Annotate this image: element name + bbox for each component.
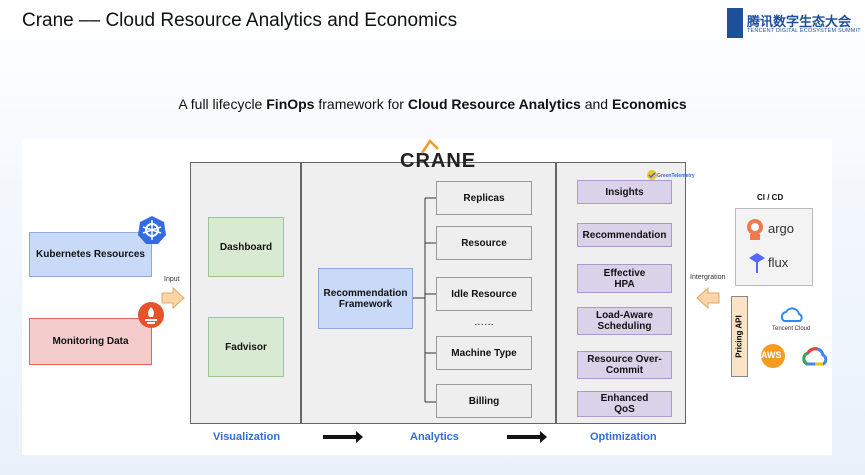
opt-item-insights: Insights	[577, 180, 672, 204]
opt-item-recommendation: Recommendation	[577, 223, 672, 247]
kubernetes-icon	[138, 216, 166, 244]
opt-item-enhanced-qos: Enhanced QoS	[577, 391, 672, 417]
fadvisor-box: Fadvisor	[208, 317, 284, 377]
argo-icon	[747, 219, 763, 240]
analytics-item-ellipsis: ……	[474, 316, 494, 328]
analytics-item-idle-resource: Idle Resource	[436, 277, 532, 311]
telemetry-label: GreenTelemetry	[657, 173, 695, 179]
aws-label: AWS	[761, 350, 782, 360]
analytics-item-machine-type: Machine Type	[436, 336, 532, 370]
subtitle-finops: FinOps	[266, 96, 315, 112]
prometheus-icon	[138, 302, 164, 328]
kubernetes-resources-box: Kubernetes Resources	[29, 232, 152, 277]
google-cloud-icon	[802, 347, 828, 366]
analytics-item-billing: Billing	[436, 384, 532, 418]
subtitle-economics: Economics	[611, 96, 687, 112]
input-label: Input	[164, 276, 180, 283]
page-title: Crane –– Cloud Resource Analytics and Ec…	[22, 10, 458, 31]
tencent-cloud-icon	[780, 307, 803, 322]
flux-icon	[749, 253, 765, 273]
crane-logo: CRANE	[400, 150, 477, 172]
argo-label: argo	[768, 221, 795, 236]
subtitle-cra: Cloud Resource Analytics	[407, 96, 581, 112]
footer-analytics: Analytics	[410, 431, 459, 443]
cicd-box	[735, 208, 813, 286]
analytics-item-resource: Resource	[436, 226, 532, 260]
telemetry-icon	[647, 170, 657, 180]
aws-icon	[761, 344, 785, 368]
pricing-api-bar	[731, 296, 748, 377]
recommendation-framework-box: Recommendation Framework	[318, 268, 413, 329]
summit-logo-en: TENCENT DIGITAL ECOSYSTEM SUMMIT	[747, 28, 861, 34]
pricing-api-wrap: Pricing API	[731, 296, 748, 377]
footer-optimization: Optimization	[590, 431, 657, 443]
tencent-cloud-label: Tencent Cloud	[772, 326, 811, 332]
integration-arrow	[696, 287, 720, 309]
subtitle-pre: A full lifecycle	[178, 96, 267, 112]
summit-logo-mark	[727, 8, 743, 38]
footer-arrow-1	[323, 431, 363, 443]
footer-visualization: Visualization	[213, 431, 281, 443]
pricing-api-label: Pricing API	[735, 315, 745, 358]
opt-item-resource-over-commit: Resource Over-Commit	[577, 351, 672, 379]
framework-connectors	[413, 197, 437, 403]
flux-label: flux	[768, 255, 789, 270]
integration-label: Intergration	[690, 274, 726, 281]
analytics-item-replicas: Replicas	[436, 181, 532, 215]
optimization-stage	[556, 162, 686, 424]
subtitle: A full lifecycle FinOps framework for Cl…	[0, 96, 865, 112]
summit-logo-cn: 腾讯数字生态大会	[747, 14, 852, 29]
visualization-stage	[190, 162, 301, 424]
opt-item-load-aware-scheduling: Load-Aware Scheduling	[577, 307, 672, 335]
footer-arrow-2	[507, 431, 547, 443]
cicd-label: CI / CD	[757, 193, 784, 202]
subtitle-mid: framework for	[314, 96, 408, 112]
summit-logo: 腾讯数字生态大会 TENCENT DIGITAL ECOSYSTEM SUMMI…	[727, 8, 861, 40]
subtitle-and: and	[580, 96, 612, 112]
monitoring-data-box: Monitoring Data	[29, 318, 152, 365]
opt-item-effective-hpa: Effective HPA	[577, 264, 672, 293]
input-arrow	[161, 287, 185, 309]
dashboard-box: Dashboard	[208, 217, 284, 277]
crane-hook-icon	[420, 139, 439, 154]
